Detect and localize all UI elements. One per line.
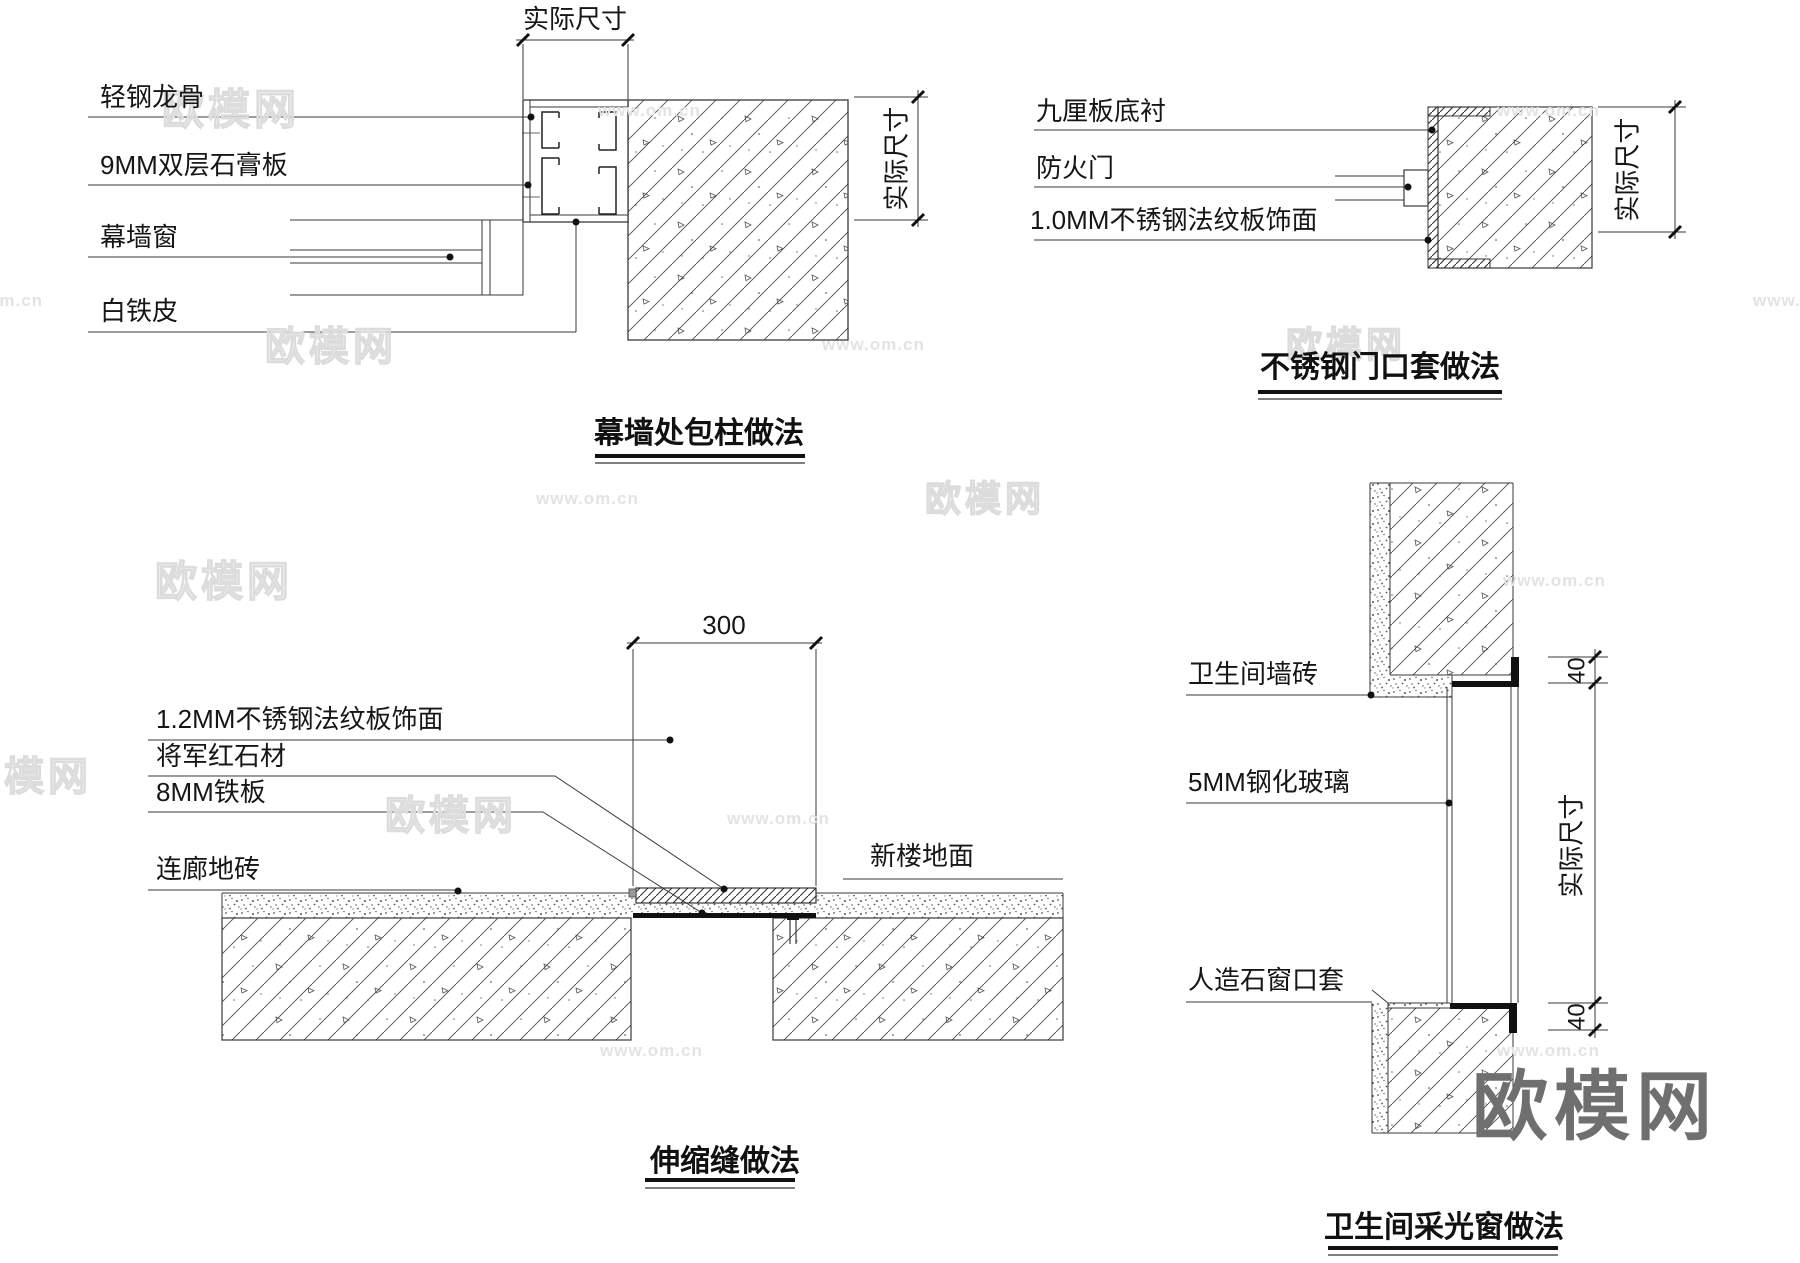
title-expansion-joint: 伸缩缝做法 (650, 1145, 800, 1178)
watermark-brand: 欧模网 (924, 478, 1046, 519)
dim-actual-size-right: 实际尺寸 (881, 106, 912, 211)
label-gypsum-board: 9MM双层石膏板 (100, 150, 288, 180)
label-stainless-finish-1-2mm: 1.2MM不锈钢法纹板饰面 (156, 704, 444, 734)
watermark-brand: 欧模网 (0, 755, 92, 799)
label-artificial-stone-frame: 人造石窗口套 (1188, 965, 1345, 995)
watermark-site: www.om.cn (727, 809, 830, 828)
label-tempered-glass: 5MM钢化玻璃 (1188, 767, 1350, 797)
title-steel-door-frame: 不锈钢门口套做法 (1260, 351, 1500, 384)
watermark-site-short: om.cn (0, 291, 44, 310)
watermark-site: www.om.cn (822, 335, 925, 354)
watermark-site: www.om.cn (536, 489, 639, 508)
watermark-brand: 欧模网 (384, 794, 517, 838)
label-plywood-backing: 九厘板底衬 (1036, 96, 1167, 126)
watermark-site: www.om.cn (600, 1041, 703, 1060)
label-curtain-wall-window: 幕墙窗 (100, 222, 179, 252)
watermark-site: www.om.cn (598, 101, 701, 120)
label-stainless-finish-1mm: 1.0MM不锈钢法纹板饰面 (1030, 205, 1318, 235)
bathroom-window-detail (1186, 482, 1608, 1256)
label-general-red-stone: 将军红石材 (156, 741, 287, 771)
watermark-brand: 欧模网 (264, 325, 397, 369)
label-bathroom-wall-tile: 卫生间墙砖 (1188, 659, 1319, 689)
label-corridor-floor-tile: 连廊地砖 (156, 854, 261, 884)
watermark-brand-large: 欧模网 (1472, 1065, 1718, 1150)
title-curtain-wall-column: 幕墙处包柱做法 (594, 417, 804, 450)
dim-40-top: 40 (1563, 657, 1591, 684)
label-8mm-iron-plate: 8MM铁板 (156, 777, 266, 807)
dim-300: 300 (702, 610, 746, 640)
watermark-brand: 欧模网 (1285, 324, 1407, 365)
expansion-joint-detail (148, 635, 1064, 1189)
watermark-brand: 欧模网 (154, 558, 294, 605)
curtain-wall-column-detail (88, 32, 928, 464)
dim-actual-size-top: 实际尺寸 (522, 4, 627, 34)
dim-actual-size-door: 实际尺寸 (1612, 117, 1643, 222)
label-fire-door: 防火门 (1036, 153, 1115, 183)
title-bathroom-window: 卫生间采光窗做法 (1324, 1211, 1564, 1244)
label-light-steel-keel: 轻钢龙骨 (100, 82, 205, 112)
label-white-iron-sheet: 白铁皮 (100, 296, 179, 326)
watermark-site: www.om.cn (1497, 1041, 1600, 1060)
dim-40-bottom: 40 (1563, 1003, 1591, 1030)
label-new-building-floor: 新楼地面 (870, 841, 975, 871)
watermark-site: www.om.cn (1753, 291, 1800, 310)
watermark-brand: 欧模网 (161, 86, 301, 133)
watermark-site: www.om.cn (1503, 571, 1606, 590)
steel-door-frame-detail (1034, 99, 1686, 400)
watermark-site: www.om.cn (1497, 101, 1600, 120)
dim-actual-size-window: 实际尺寸 (1556, 793, 1587, 898)
